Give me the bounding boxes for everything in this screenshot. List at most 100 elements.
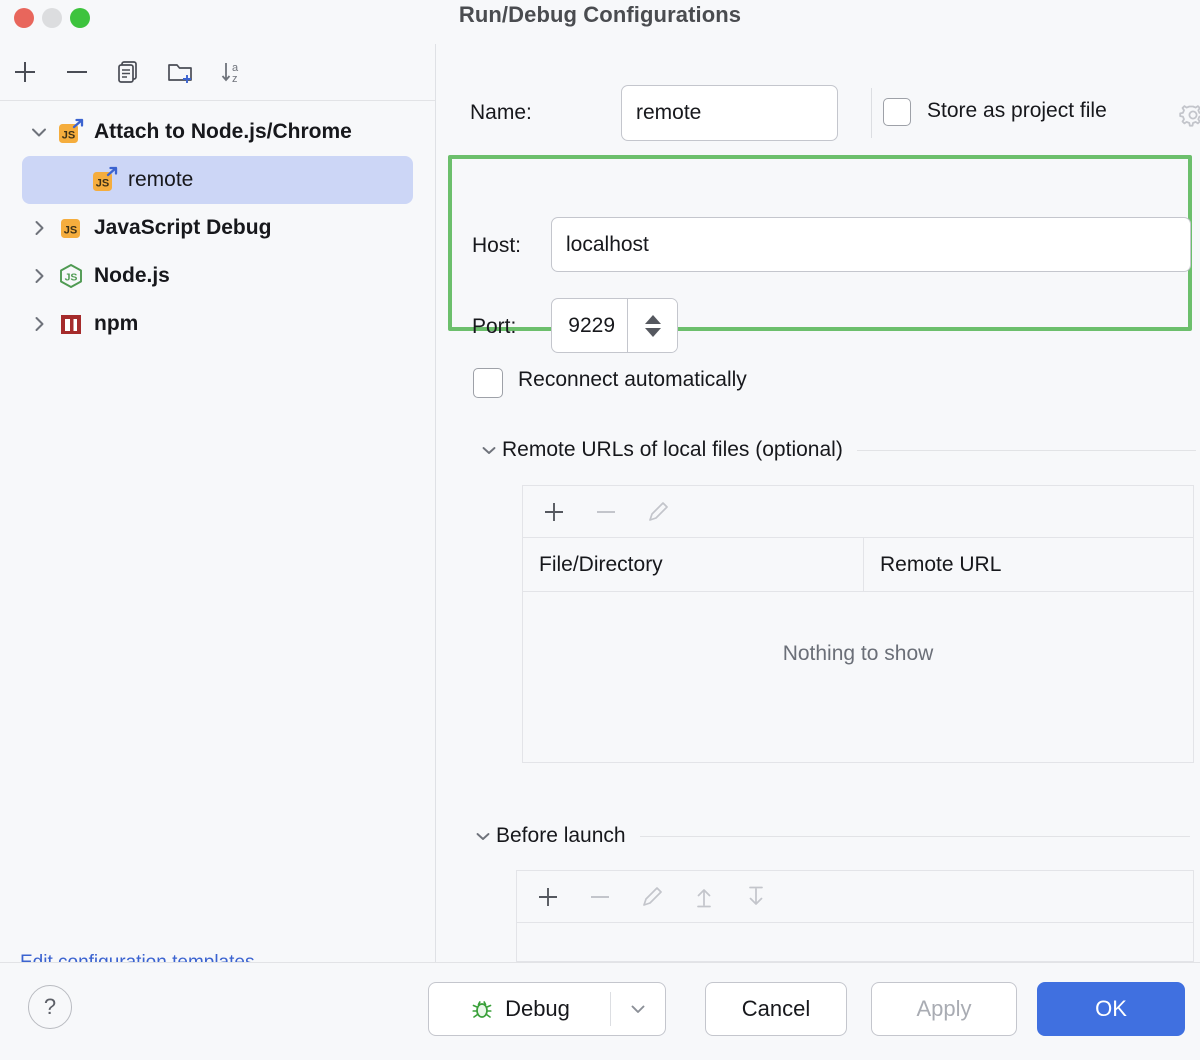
chevron-right-icon bbox=[35, 221, 44, 235]
svg-text:z: z bbox=[232, 73, 238, 85]
js-remote-icon: JS bbox=[56, 117, 86, 147]
svg-text:a: a bbox=[232, 62, 239, 74]
copy-configuration-button[interactable] bbox=[105, 44, 151, 100]
panel-divider bbox=[435, 44, 436, 962]
chevron-right-icon bbox=[35, 269, 44, 283]
tree-item-nodejs[interactable]: JS Node.js bbox=[22, 252, 413, 300]
svg-text:JS: JS bbox=[65, 272, 78, 284]
pencil-icon bbox=[643, 886, 662, 906]
remove-configuration-button[interactable] bbox=[54, 44, 100, 100]
tree-item-label: Node.js bbox=[94, 264, 170, 287]
ok-button[interactable]: OK bbox=[1037, 982, 1185, 1036]
gear-icon[interactable] bbox=[1177, 99, 1200, 131]
sort-alphabetically-button[interactable]: a z bbox=[209, 44, 255, 100]
dialog-title: Run/Debug Configurations bbox=[458, 2, 742, 27]
bug-icon bbox=[472, 1001, 492, 1018]
edit-remote-url-button[interactable] bbox=[641, 495, 675, 529]
js-icon: JS bbox=[56, 213, 86, 243]
chevron-right-icon bbox=[35, 317, 44, 331]
minimize-window-button[interactable] bbox=[42, 8, 62, 28]
edit-before-launch-task-button[interactable] bbox=[635, 880, 669, 914]
store-as-project-file-checkbox[interactable] bbox=[883, 98, 911, 126]
configurations-panel: a z JS bbox=[0, 44, 435, 973]
remote-urls-table-body: Nothing to show bbox=[523, 592, 1193, 762]
chevron-down-icon bbox=[32, 128, 46, 137]
chevron-down-icon[interactable] bbox=[470, 826, 496, 846]
copy-icon bbox=[118, 61, 137, 83]
tree-item-npm[interactable]: npm bbox=[22, 300, 413, 348]
chevron-down-icon bbox=[631, 1005, 645, 1013]
tree-item-label: Attach to Node.js/Chrome bbox=[94, 120, 352, 143]
arrow-down-icon bbox=[749, 886, 763, 905]
help-button[interactable]: ? bbox=[28, 985, 72, 1029]
spinner-down-icon[interactable] bbox=[644, 327, 661, 337]
pencil-icon bbox=[649, 501, 668, 521]
title-bar: Run/Debug Configurations bbox=[0, 0, 1200, 44]
twisty-collapsed-icon[interactable] bbox=[22, 314, 56, 334]
twisty-collapsed-icon[interactable] bbox=[22, 218, 56, 238]
name-row-separator bbox=[871, 88, 872, 138]
footer-divider bbox=[0, 962, 1200, 963]
plus-icon bbox=[539, 887, 557, 906]
port-stepper[interactable]: 9229 bbox=[551, 298, 678, 353]
tree-item-remote[interactable]: JS remote bbox=[22, 156, 413, 204]
zoom-window-button[interactable] bbox=[70, 8, 90, 28]
plus-icon bbox=[15, 62, 35, 82]
apply-button[interactable]: Apply bbox=[871, 982, 1017, 1036]
configuration-editor-panel: Name: remote Store as project file Host:… bbox=[436, 44, 1200, 962]
column-header-file-directory[interactable]: File/Directory bbox=[523, 538, 864, 591]
section-rule bbox=[639, 835, 1190, 837]
svg-text:JS: JS bbox=[64, 225, 77, 237]
js-remote-icon: JS bbox=[90, 165, 120, 195]
port-input[interactable]: 9229 bbox=[568, 313, 615, 337]
minus-icon bbox=[591, 895, 609, 898]
toolbar-divider bbox=[0, 100, 435, 101]
npm-icon bbox=[56, 309, 86, 339]
spinner-up-icon[interactable] bbox=[644, 314, 661, 324]
footer-bar: ? Debug Cancel Apply OK bbox=[0, 963, 1200, 1060]
traffic-lights bbox=[14, 8, 90, 28]
add-remote-url-button[interactable] bbox=[537, 495, 571, 529]
debug-dropdown-button[interactable] bbox=[611, 983, 665, 1035]
debug-button-label: Debug bbox=[505, 996, 570, 1021]
tree-item-attach-to-nodejs-chrome[interactable]: JS Attach to Node.js/Chrome bbox=[22, 108, 413, 156]
before-launch-table-body bbox=[517, 923, 1193, 961]
add-configuration-button[interactable] bbox=[2, 44, 48, 100]
debug-button-main[interactable]: Debug bbox=[429, 983, 610, 1035]
plus-icon bbox=[545, 502, 563, 521]
move-task-down-button[interactable] bbox=[739, 880, 773, 914]
before-launch-table-toolbar bbox=[517, 871, 1193, 923]
remove-remote-url-button[interactable] bbox=[589, 495, 623, 529]
before-launch-section-header[interactable]: Before launch bbox=[470, 824, 1190, 848]
remove-before-launch-task-button[interactable] bbox=[583, 880, 617, 914]
host-label: Host: bbox=[472, 234, 522, 257]
name-input[interactable]: remote bbox=[621, 85, 838, 141]
nodejs-icon: JS bbox=[56, 261, 86, 291]
cancel-button[interactable]: Cancel bbox=[705, 982, 847, 1036]
remote-urls-section-header[interactable]: Remote URLs of local files (optional) bbox=[476, 438, 1196, 462]
twisty-expanded-icon[interactable] bbox=[22, 122, 56, 142]
remote-urls-empty-text: Nothing to show bbox=[782, 642, 934, 665]
sort-az-icon: a z bbox=[221, 62, 239, 85]
column-header-remote-url[interactable]: Remote URL bbox=[880, 552, 1002, 576]
host-input[interactable]: localhost bbox=[551, 217, 1191, 272]
close-window-button[interactable] bbox=[14, 8, 34, 28]
debug-button-separator bbox=[610, 992, 611, 1026]
chevron-down-icon[interactable] bbox=[476, 440, 502, 460]
remote-urls-table: File/Directory Remote URL Nothing to sho… bbox=[522, 485, 1194, 763]
svg-text:JS: JS bbox=[62, 130, 75, 142]
move-task-up-button[interactable] bbox=[687, 880, 721, 914]
add-before-launch-task-button[interactable] bbox=[531, 880, 565, 914]
remote-urls-section-title: Remote URLs of local files (optional) bbox=[502, 438, 843, 461]
store-as-project-file-label: Store as project file bbox=[927, 99, 1107, 122]
port-spinner[interactable] bbox=[627, 299, 677, 352]
name-row: Name: remote Store as project file bbox=[470, 85, 1200, 141]
arrow-up-icon bbox=[697, 888, 711, 907]
twisty-collapsed-icon[interactable] bbox=[22, 266, 56, 286]
reconnect-automatically-checkbox[interactable] bbox=[473, 368, 503, 398]
tree-item-javascript-debug[interactable]: JS JavaScript Debug bbox=[22, 204, 413, 252]
debug-button[interactable]: Debug bbox=[428, 982, 666, 1036]
port-label: Port: bbox=[472, 315, 517, 338]
new-folder-button[interactable] bbox=[157, 44, 203, 100]
tree-item-label: JavaScript Debug bbox=[94, 216, 272, 239]
